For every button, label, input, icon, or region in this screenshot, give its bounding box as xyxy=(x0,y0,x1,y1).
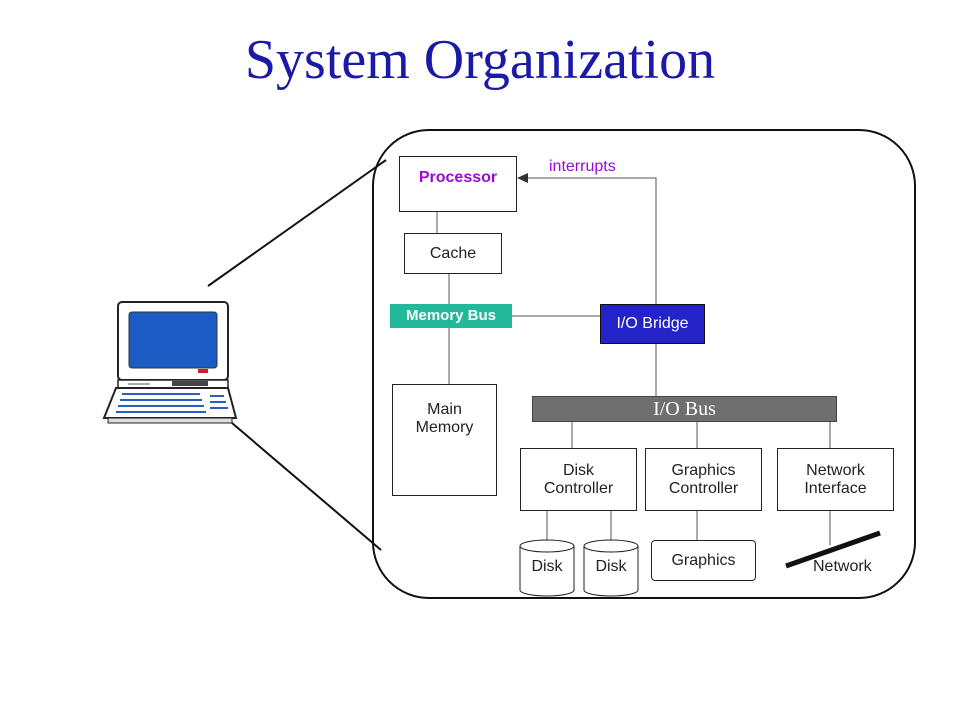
network-interface-box: Network Interface xyxy=(777,448,894,511)
main-memory-box: Main Memory xyxy=(392,384,497,496)
memory-bus: Memory Bus xyxy=(390,304,512,328)
graphics-box: Graphics xyxy=(651,540,756,581)
disk-2-label: Disk xyxy=(595,558,627,575)
interrupts-label: interrupts xyxy=(549,158,616,175)
io-bus: I/O Bus xyxy=(532,396,837,422)
memory-bus-label: Memory Bus xyxy=(405,307,497,324)
graphics-label: Graphics xyxy=(671,551,736,569)
network-cable-icon xyxy=(785,530,881,569)
disk-controller-label: Disk Controller xyxy=(543,461,614,497)
network-label: Network xyxy=(813,558,872,575)
graphics-controller-box: Graphics Controller xyxy=(645,448,762,511)
page-title: System Organization xyxy=(244,29,716,91)
network-interface-label: Network Interface xyxy=(804,461,867,497)
cache-box: Cache xyxy=(404,233,502,274)
interrupts-line xyxy=(526,177,657,304)
disk-cylinder-icon xyxy=(519,539,575,597)
io-bridge-box: I/O Bridge xyxy=(600,304,705,344)
disk-controller-box: Disk Controller xyxy=(520,448,637,511)
disk-cylinder-icon xyxy=(583,539,639,597)
processor-box: Processor xyxy=(399,156,517,212)
disk-1-label: Disk xyxy=(531,558,563,575)
zoom-line-top xyxy=(207,159,387,287)
interrupts-arrowhead xyxy=(517,173,528,183)
graphics-controller-label: Graphics Controller xyxy=(668,461,739,497)
computer-icon xyxy=(102,301,238,424)
zoom-line-bottom xyxy=(231,422,382,551)
io-bus-label: I/O Bus xyxy=(653,398,716,420)
system-enclosure xyxy=(372,129,916,599)
io-bridge-label: I/O Bridge xyxy=(616,315,689,332)
main-memory-label: Main Memory xyxy=(415,401,474,436)
processor-label: Processor xyxy=(418,169,498,186)
cache-label: Cache xyxy=(429,244,477,262)
